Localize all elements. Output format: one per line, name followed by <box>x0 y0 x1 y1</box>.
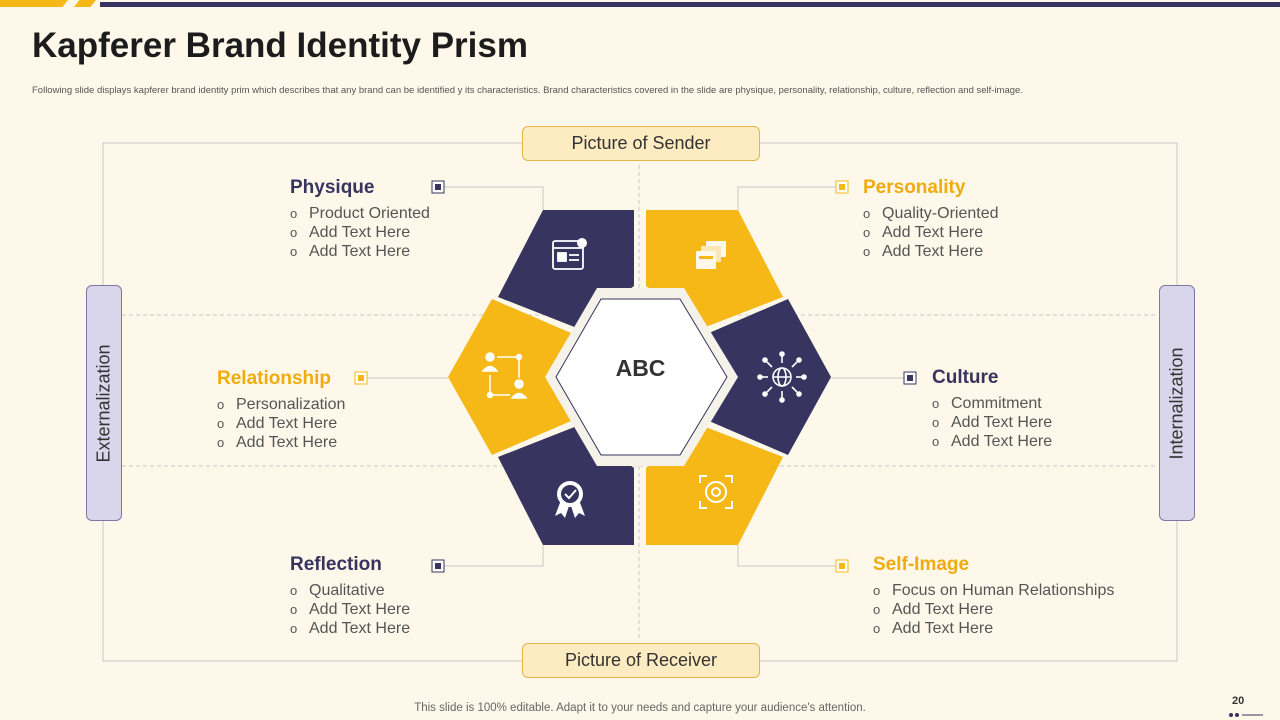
culture-list: Commitment Add Text Here Add Text Here <box>932 394 1052 451</box>
footer-note: This slide is 100% editable. Adapt it to… <box>414 702 866 714</box>
list-item: Add Text Here <box>217 433 345 452</box>
list-item: Add Text Here <box>932 413 1052 432</box>
id-card-icon <box>552 238 587 270</box>
center-hexagon <box>555 298 728 456</box>
connector-reflection <box>444 545 544 567</box>
marker-physique-inner <box>435 184 441 190</box>
page-subtitle: Following slide displays kapferer brand … <box>32 85 1023 96</box>
list-item: Add Text Here <box>290 600 410 619</box>
marker-reflection-inner <box>435 563 441 569</box>
left-label: Externalization <box>93 343 114 463</box>
award-badge-icon <box>555 481 585 518</box>
right-label: Internalization <box>1166 346 1187 460</box>
top-label-pill: Picture of Sender <box>522 126 760 161</box>
relationship-list: Personalization Add Text Here Add Text H… <box>217 395 345 452</box>
list-item: Add Text Here <box>290 619 410 638</box>
cards-icon <box>696 241 726 269</box>
bottom-label-pill: Picture of Receiver <box>522 643 760 678</box>
list-item: Add Text Here <box>863 223 999 242</box>
list-item: Add Text Here <box>932 432 1052 451</box>
list-item: Add Text Here <box>873 600 1114 619</box>
selfimage-list: Focus on Human Relationships Add Text He… <box>873 581 1114 638</box>
list-item: Commitment <box>932 394 1052 413</box>
personality-title: Personality <box>863 177 966 198</box>
block-relationship: Relationship Personalization Add Text He… <box>217 368 345 452</box>
bottom-label: Picture of Receiver <box>564 650 718 670</box>
page-dots <box>1229 713 1263 717</box>
list-item: Add Text Here <box>290 223 430 242</box>
selfimage-title: Self-Image <box>873 554 970 575</box>
top-label: Picture of Sender <box>571 133 711 153</box>
left-label-pill: Externalization <box>86 285 122 521</box>
list-item: Focus on Human Relationships <box>873 581 1114 600</box>
reflection-list: Qualitative Add Text Here Add Text Here <box>290 581 410 638</box>
page-number: 20 <box>1232 695 1245 707</box>
culture-title: Culture <box>932 367 999 388</box>
list-item: Personalization <box>217 395 345 414</box>
top-accent-bar-navy <box>100 2 1280 7</box>
connector-personality <box>737 186 837 210</box>
personality-list: Quality-Oriented Add Text Here Add Text … <box>863 204 999 261</box>
reflection-title: Reflection <box>290 554 382 575</box>
marker-relationship-inner <box>358 375 364 381</box>
list-item: Add Text Here <box>290 242 430 261</box>
block-culture: Culture Commitment Add Text Here Add Tex… <box>932 367 1052 451</box>
segment-relationship <box>448 299 571 455</box>
connector-selfimage <box>737 545 837 567</box>
marker-culture-inner <box>907 375 913 381</box>
block-personality: Personality Quality-Oriented Add Text He… <box>863 177 999 261</box>
connector-physique <box>444 186 544 210</box>
right-label-pill: Internalization <box>1159 285 1195 521</box>
physique-title: Physique <box>290 177 375 198</box>
block-selfimage: Self-Image Focus on Human Relationships … <box>873 554 1114 638</box>
list-item: Add Text Here <box>873 619 1114 638</box>
physique-list: Product Oriented Add Text Here Add Text … <box>290 204 430 261</box>
top-accent-bar-gold <box>0 0 68 7</box>
list-item: Qualitative <box>290 581 410 600</box>
marker-personality-inner <box>839 184 845 190</box>
block-reflection: Reflection Qualitative Add Text Here Add… <box>290 554 410 638</box>
top-accent-bar-gold-small <box>74 0 96 7</box>
list-item: Quality-Oriented <box>863 204 999 223</box>
list-item: Add Text Here <box>217 414 345 433</box>
page-title: Kapferer Brand Identity Prism <box>32 26 528 65</box>
lifebuoy-icon <box>699 475 733 509</box>
globe-network-icon <box>757 351 807 403</box>
people-network-icon <box>481 352 528 399</box>
list-item: Product Oriented <box>290 204 430 223</box>
relationship-title: Relationship <box>217 368 332 389</box>
center-label: ABC <box>615 355 666 381</box>
list-item: Add Text Here <box>863 242 999 261</box>
segment-culture <box>709 299 831 455</box>
marker-selfimage-inner <box>839 563 845 569</box>
block-physique: Physique Product Oriented Add Text Here … <box>290 177 430 261</box>
